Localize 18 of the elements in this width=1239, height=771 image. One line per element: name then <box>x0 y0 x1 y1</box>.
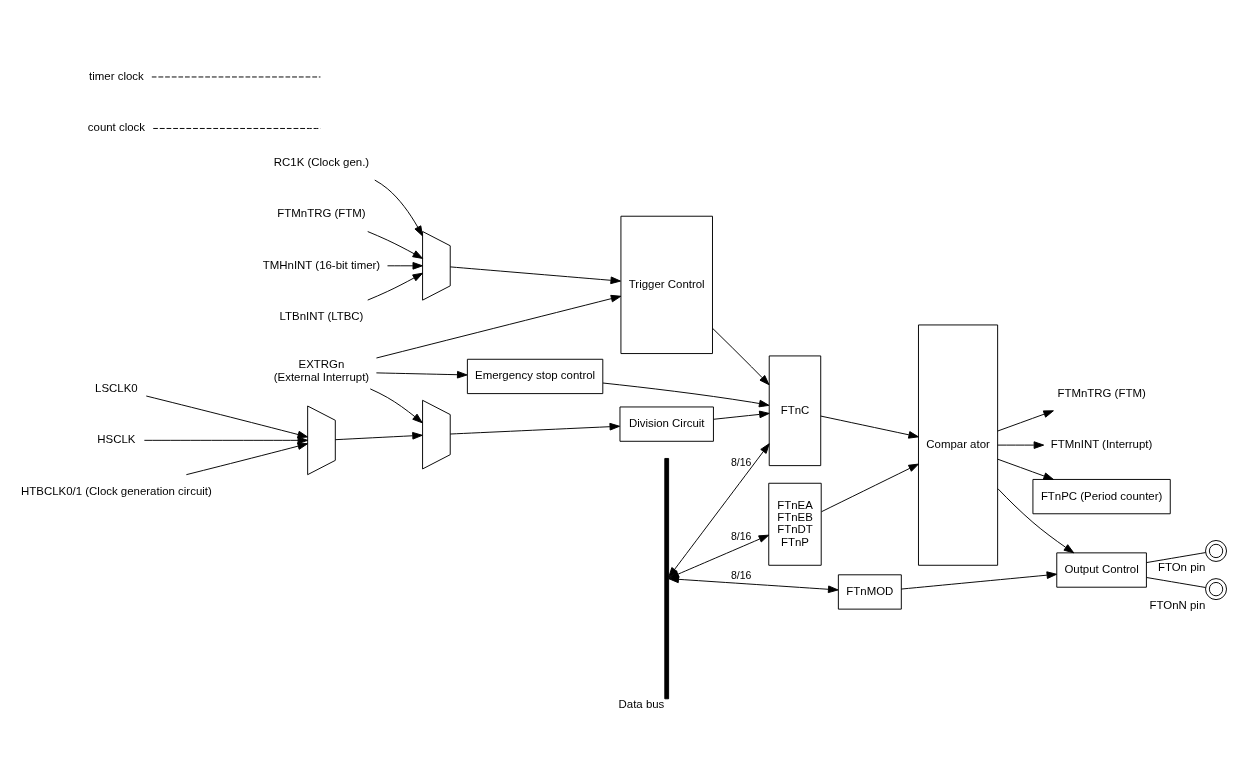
node-text: LTBnINT (LTBC) <box>279 310 364 323</box>
node-text: EXTRGn (External Interrupt) <box>273 358 370 383</box>
node-label: Data bus <box>618 697 665 710</box>
node-text: timer clock <box>89 69 144 82</box>
edge-label: 8/16 <box>730 531 752 543</box>
node-text: FTMnTRG (FTM) <box>277 207 366 220</box>
node-text: count clock <box>87 121 146 134</box>
edge-label: 8/16 <box>730 456 752 468</box>
node-text: TMHnINT (16-bit timer) <box>262 258 381 271</box>
node-label: FTOnN pin <box>1149 598 1206 611</box>
node-text: HSCLK <box>97 433 136 446</box>
node-text: FTMnTRG (FTM) <box>1057 386 1146 399</box>
node-text: HTBCLK0/1 (Clock generation circuit) <box>21 484 212 497</box>
node-label: FTOn pin <box>1157 560 1206 573</box>
node-text: LSCLK0 <box>95 381 138 394</box>
node-text: RC1K (Clock gen.) <box>273 155 370 168</box>
node-text: FTMnINT (Interrupt) <box>1050 438 1153 451</box>
edge-label: 8/16 <box>730 570 752 582</box>
